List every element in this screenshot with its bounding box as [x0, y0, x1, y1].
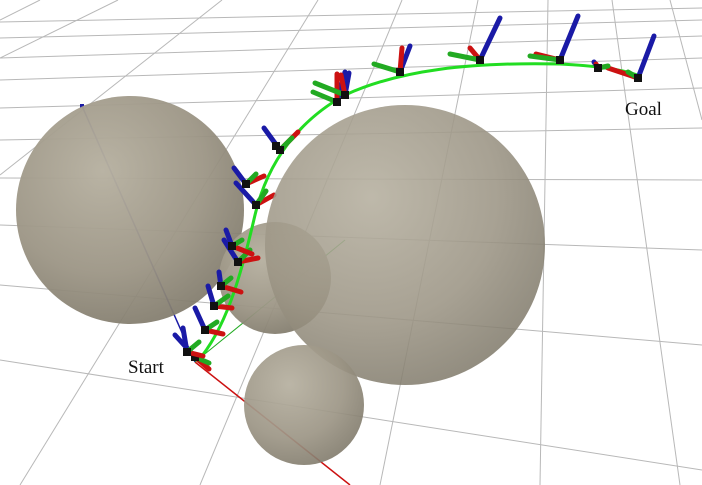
pose-z-axis: [557, 13, 581, 63]
obstacles-front-layer: [244, 105, 545, 465]
pose-origin: [333, 98, 341, 106]
pose-origin: [242, 180, 250, 188]
start-label: Start: [128, 357, 164, 378]
pose-y-axis: [447, 51, 483, 63]
grid-line: [0, 0, 119, 59]
pose-origin: [476, 56, 484, 64]
pose-origin: [594, 64, 602, 72]
pose-origin: [252, 201, 260, 209]
grid-line: [0, 7, 702, 23]
obstacle-sphere: [244, 345, 364, 465]
grid-line: [0, 35, 702, 59]
pose-origin: [191, 353, 199, 361]
grid-line: [669, 0, 702, 121]
grid-line: [611, 0, 681, 485]
pose-origin: [234, 258, 242, 266]
pose-origin: [228, 242, 236, 250]
grid-line: [0, 57, 702, 81]
pose-origin: [217, 282, 225, 290]
pose-z-axis: [635, 33, 657, 81]
grid-line: [0, 19, 702, 39]
pose-z-axis: [477, 15, 503, 63]
pose-origin: [183, 348, 191, 356]
goal-label: Goal: [625, 99, 662, 120]
pose-origin: [210, 302, 218, 310]
obstacle-sphere: [265, 105, 545, 385]
grid-line: [0, 0, 41, 21]
pose-origin: [396, 68, 404, 76]
pose-origin: [201, 326, 209, 334]
pose-origin: [341, 91, 349, 99]
world-z-axis-tip: [80, 104, 84, 108]
pose-y-axis: [527, 53, 563, 63]
pose-frames-layer: [172, 13, 657, 372]
pose-y-axis: [312, 80, 348, 98]
pose-y-axis: [371, 61, 403, 75]
obstacle-sphere: [16, 96, 244, 324]
pose-origin: [556, 56, 564, 64]
pose-origin: [634, 74, 642, 82]
pose-origin: [272, 142, 280, 150]
